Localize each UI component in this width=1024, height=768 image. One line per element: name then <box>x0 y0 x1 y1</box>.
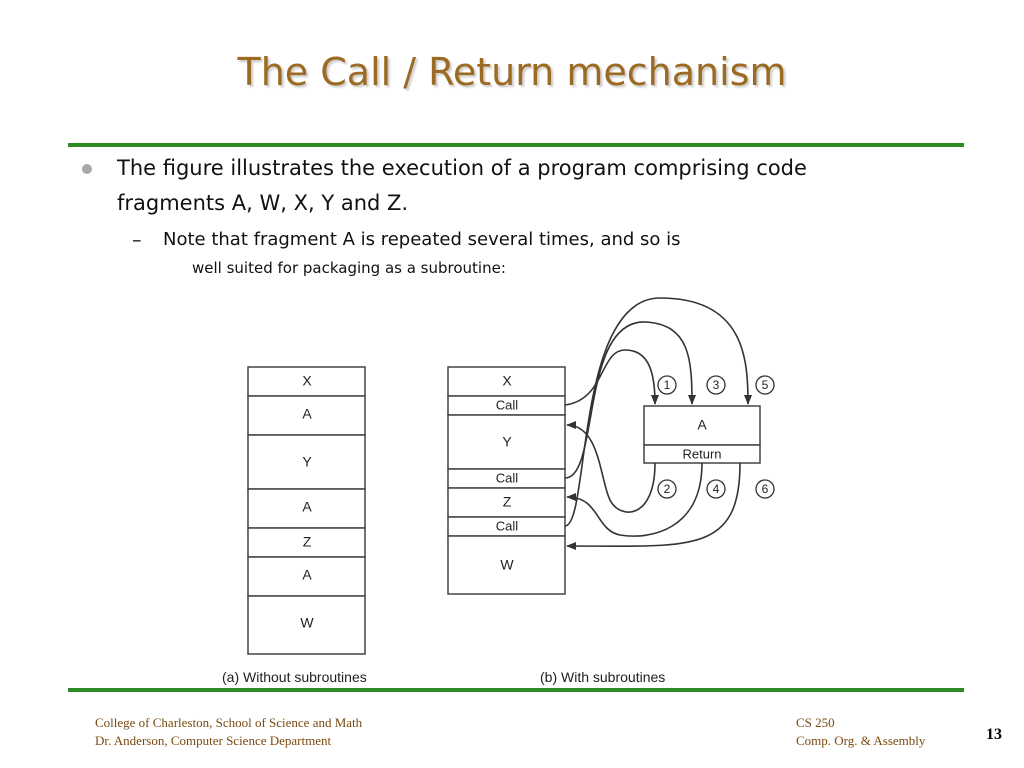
arrow-return-2 <box>566 421 656 513</box>
step-label-5: 5 <box>762 378 769 392</box>
step-label-3: 3 <box>713 378 720 392</box>
block-a-a1-label: A <box>302 406 312 422</box>
caption-with-subroutines: (b) With subroutines <box>540 669 665 685</box>
without-subroutines-stack <box>247 366 366 655</box>
block-b-call1-label: Call <box>496 397 519 412</box>
arrow-return-6 <box>566 462 741 551</box>
block-b-x-label: X <box>502 373 512 389</box>
block-a-w-label: W <box>300 615 314 631</box>
subroutine-a-label: A <box>697 417 707 433</box>
sub-bullet-dash: – <box>132 229 142 251</box>
block-b-x <box>447 366 566 397</box>
block-a-x-label: X <box>302 373 312 389</box>
block-b-call3-label: Call <box>496 518 519 533</box>
footer-instructor: Dr. Anderson, Computer Science Departmen… <box>95 733 332 748</box>
footer-right: CS 250 Comp. Org. & Assembly <box>796 714 925 750</box>
block-b-y <box>447 414 566 470</box>
bottom-rule <box>68 688 964 692</box>
call-return-arrows <box>564 297 752 551</box>
subroutine-a-body <box>643 405 761 446</box>
footer-course-name: Comp. Org. & Assembly <box>796 733 926 748</box>
step-marker-5 <box>755 375 775 395</box>
arrow-call-5 <box>564 297 752 527</box>
step-marker-3 <box>706 375 726 395</box>
block-b-w <box>447 535 566 595</box>
bullet-dot <box>82 164 92 174</box>
block-b-call2-label: Call <box>496 470 519 485</box>
step-markers <box>657 375 775 499</box>
block-b-w-label: W <box>500 557 514 573</box>
block-b-z <box>447 487 566 518</box>
footer-left: College of Charleston, School of Science… <box>95 714 362 750</box>
caption-without-subroutines: (a) Without subroutines <box>222 669 367 685</box>
step-marker-4 <box>706 479 726 499</box>
bullet-text: The figure illustrates the execution of … <box>117 156 807 215</box>
footer-institution: College of Charleston, School of Science… <box>95 715 363 730</box>
footer-course-code: CS 250 <box>796 715 835 730</box>
step-label-6: 6 <box>762 482 769 496</box>
block-b-z-label: Z <box>503 494 512 510</box>
sub-bullet-line-1: Note that fragment A is repeated several… <box>163 229 681 250</box>
subroutine-box <box>643 405 761 464</box>
step-marker-2 <box>657 479 677 499</box>
step-label-4: 4 <box>713 482 720 496</box>
with-subroutines-stack <box>447 366 566 595</box>
page-number: 13 <box>986 726 1002 743</box>
block-a-z-label: Z <box>303 534 312 550</box>
block-b-y-label: Y <box>502 434 512 450</box>
step-marker-6 <box>755 479 775 499</box>
block-a-a2-label: A <box>302 499 312 515</box>
arrow-call-1 <box>564 349 659 406</box>
step-label-1: 1 <box>664 378 671 392</box>
block-a-w <box>247 595 366 655</box>
block-a-a3 <box>247 556 366 597</box>
subroutine-return-label: Return <box>682 446 721 461</box>
block-a-y-label: Y <box>302 454 312 470</box>
slide-title: The Call / Return mechanism <box>237 50 787 94</box>
top-rule <box>68 143 964 147</box>
block-a-a3-label: A <box>302 567 312 583</box>
sub-bullet-line-2: well suited for packaging as a subroutin… <box>192 259 506 277</box>
step-label-2: 2 <box>664 482 671 496</box>
step-marker-1 <box>657 375 677 395</box>
arrow-return-4 <box>566 462 703 537</box>
